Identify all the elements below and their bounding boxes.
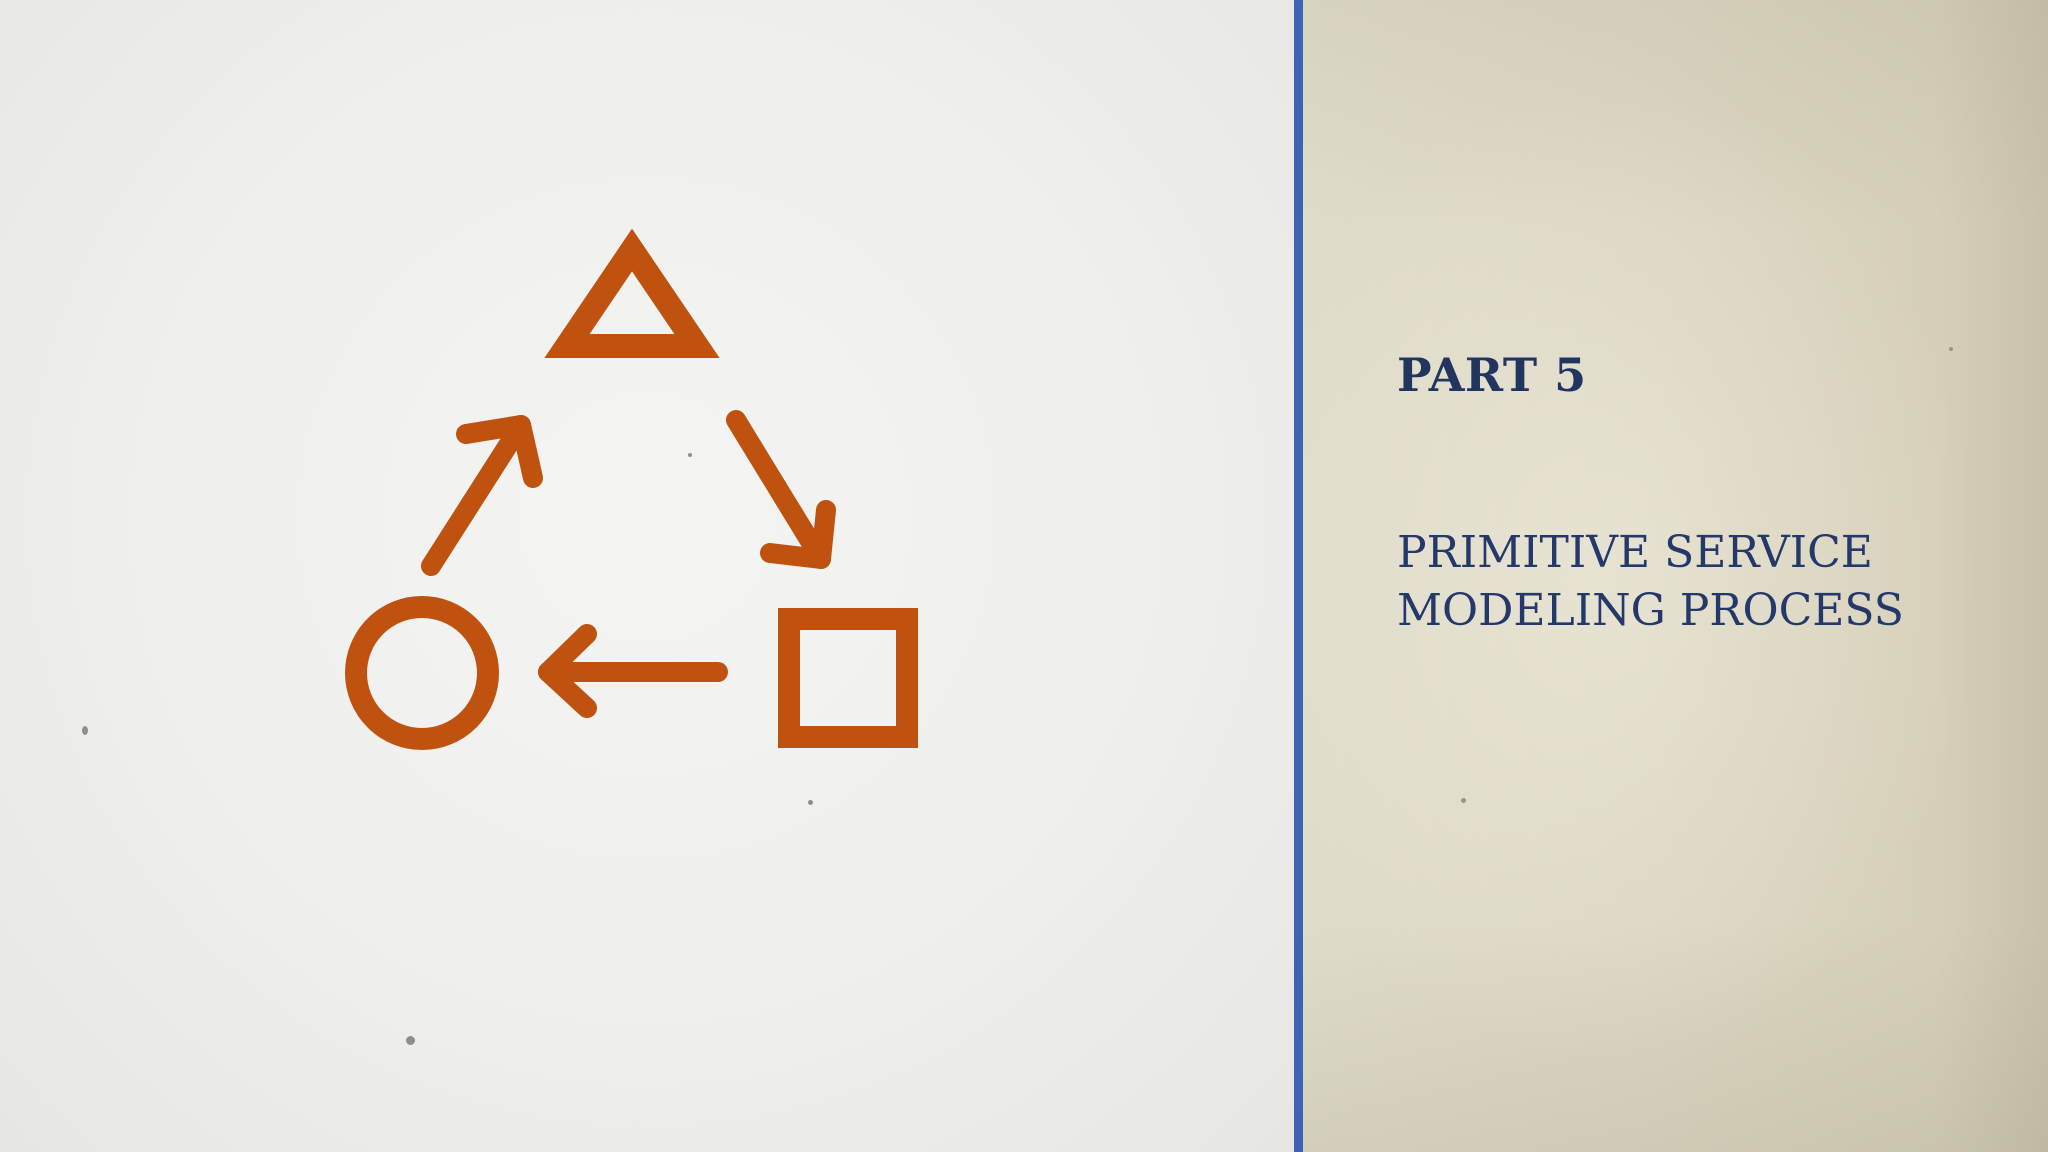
circle-shape	[345, 596, 499, 750]
square-shape	[778, 608, 918, 748]
title-line-2: MODELING PROCESS	[1397, 585, 1904, 636]
cycle-triangle-square-circle-icon	[345, 228, 918, 750]
right-panel	[1303, 0, 2048, 1152]
arrow-down-right	[726, 410, 831, 569]
paper-speck	[688, 453, 692, 457]
paper-speck	[406, 1036, 415, 1045]
paper-speck	[808, 800, 813, 805]
part-label: PART 5	[1397, 348, 1587, 402]
left-panel	[0, 0, 1294, 1152]
arrow-up-right-head	[456, 415, 543, 488]
triangle-shape	[544, 228, 720, 358]
paper-speck	[1461, 798, 1466, 803]
arrow-down-right-head	[760, 500, 836, 569]
paper-speck	[1949, 347, 1953, 351]
vertical-divider	[1294, 0, 1303, 1152]
paper-speck	[82, 726, 88, 735]
slide-title: PRIMITIVE SERVICE MODELING PROCESS	[1397, 524, 1997, 640]
title-line-1: PRIMITIVE SERVICE	[1397, 527, 1873, 578]
arrow-up-right	[421, 415, 531, 576]
arrow-left-head	[538, 624, 597, 718]
